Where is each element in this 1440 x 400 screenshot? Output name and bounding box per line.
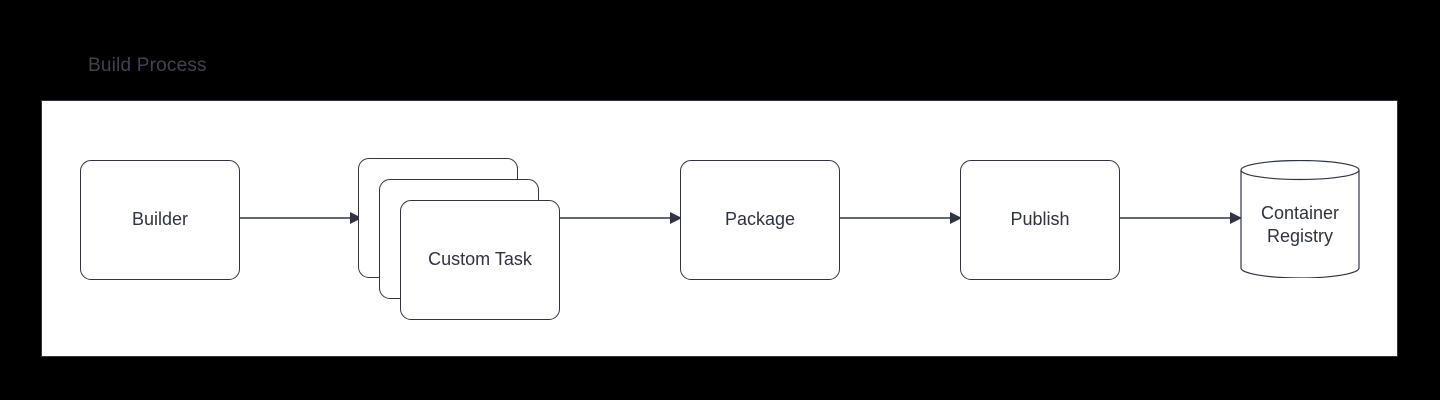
node-package-label: Package <box>724 209 796 230</box>
arrow-right-icon <box>950 212 962 224</box>
edge-publish-to-container-registry <box>1120 212 1242 224</box>
page-title: Build Process <box>88 55 207 76</box>
node-builder[interactable]: Builder <box>80 160 240 280</box>
node-package[interactable]: Package <box>680 160 840 280</box>
node-container-registry-label-line1: Container <box>1260 202 1340 223</box>
node-builder-label: Builder <box>131 209 189 230</box>
arrow-right-icon <box>1230 212 1242 224</box>
node-container-registry-label: Container Registry <box>1261 202 1339 249</box>
node-container-registry[interactable]: Container Registry <box>1240 160 1360 278</box>
node-custom-task-label: Custom Task <box>428 249 532 270</box>
edge-package-to-publish <box>840 212 962 224</box>
node-container-registry-label-wrap: Container Registry <box>1240 160 1360 278</box>
node-publish-label: Publish <box>1010 209 1070 230</box>
cylinder-icon <box>1240 160 1360 278</box>
arrow-right-icon <box>350 212 360 224</box>
arrow-right-icon <box>670 212 682 224</box>
edge-builder-to-custom-task <box>240 212 360 224</box>
node-container-registry-label-line2: Registry <box>1266 226 1333 246</box>
node-custom-task[interactable]: Custom Task <box>400 200 560 320</box>
node-publish[interactable]: Publish <box>960 160 1120 280</box>
edge-custom-task-to-package <box>560 212 682 224</box>
